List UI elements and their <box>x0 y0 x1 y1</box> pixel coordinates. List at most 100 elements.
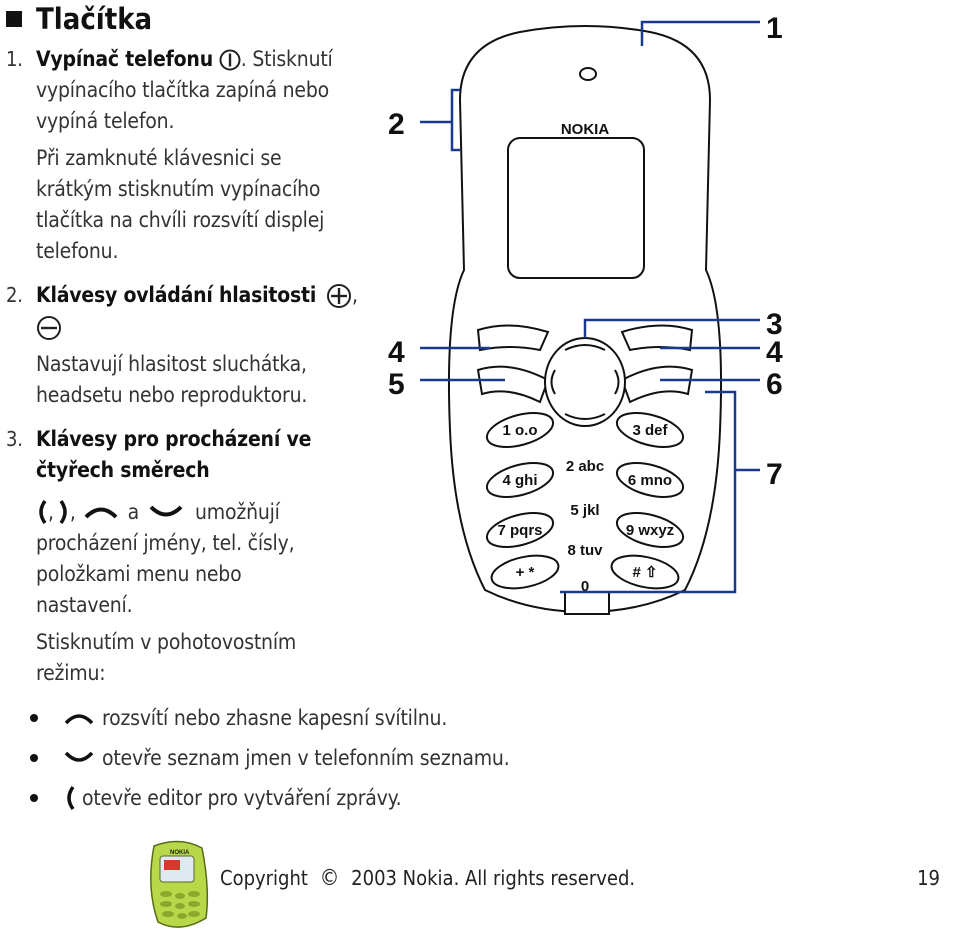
scroll-down-icon <box>149 505 183 517</box>
item-1-line: vypínacího tlačítka zapíná nebo <box>36 78 329 102</box>
item-3: 3. Klávesy pro procházení ve čtyřech smě… <box>6 424 566 689</box>
keypad-key-3: 3 def <box>615 412 685 448</box>
keypad-key-7: 7 pqrs <box>485 512 555 548</box>
keypad-key-label: 3 def <box>632 422 668 439</box>
keypad-key-shape <box>615 512 685 548</box>
left-key-icon <box>39 499 47 525</box>
keypad-key-label: 8 tuv <box>567 542 603 559</box>
and-word: a <box>127 499 140 524</box>
standby-line: režimu: <box>36 661 106 685</box>
volume-up-key-icon <box>326 284 351 308</box>
item-2-heading: Klávesy ovládání hlasitosti <box>36 283 317 307</box>
keypad-key-11: 0 <box>581 578 589 595</box>
end-key <box>620 365 694 404</box>
keypad-key-shape <box>485 412 555 448</box>
keypad-key-5: 5 jkl <box>570 502 599 519</box>
keypad-key-1: 1 o.o <box>485 412 555 448</box>
scroll-up-icon <box>84 507 118 519</box>
keypad-key-label: 9 wxyz <box>626 522 674 539</box>
item-1-heading: Vypínač telefonu <box>36 47 213 71</box>
callout-lines <box>420 20 760 594</box>
bullet-item: otevře editor pro vytváření zprávy. <box>30 778 630 818</box>
keypad-key-4: 4 ghi <box>485 462 555 498</box>
keypad-key-label: 0 <box>581 578 589 595</box>
bottom-connector <box>564 591 610 615</box>
right-key-icon <box>59 499 67 525</box>
keypad-key-12: # ⇧ <box>610 554 680 590</box>
item-1-note-line: tlačítka na chvíli rozsvítí displej <box>36 208 325 232</box>
callout-4-right: 4 <box>766 336 783 369</box>
page-number: 19 <box>917 866 940 890</box>
keypad-key-9: 9 wxyz <box>615 512 685 548</box>
keypad-key-label: 1 o.o <box>502 422 537 439</box>
navi-key-ring <box>544 337 626 427</box>
left-softkey <box>476 324 550 352</box>
copyright-text: 2003 Nokia. All rights reserved. <box>351 866 636 890</box>
keypad-key-label: 5 jkl <box>570 502 599 519</box>
volume-down-key-icon <box>37 316 61 340</box>
keypad-key-label: # ⇧ <box>632 564 657 581</box>
item-1-note-line: telefonu. <box>36 239 119 263</box>
copyright-word: Copyright <box>220 866 308 890</box>
keypad-key-shape <box>615 412 685 448</box>
callout-6: 6 <box>766 368 783 401</box>
item-3-line: položkami menu nebo <box>36 562 242 586</box>
item-2-line: headsetu nebo reproduktoru. <box>36 383 308 407</box>
title-square-bullet <box>6 11 22 27</box>
bullet-text: rozsvítí nebo zhasne kapesní svítilnu. <box>102 705 448 730</box>
keypad-key-label: + * <box>516 564 535 581</box>
keypad-key-shape <box>485 462 555 498</box>
phone-brand-label: NOKIA <box>561 121 610 138</box>
separator-comma: , <box>48 499 54 524</box>
item-2-number: 2. <box>6 283 23 307</box>
item-2-line: Nastavují hlasitost sluchátka, <box>36 352 307 376</box>
right-softkey <box>620 324 694 352</box>
footer-phone-thumbnail: NOKIA <box>150 840 209 928</box>
bullet-dot <box>30 794 38 802</box>
standby-line: Stisknutím v pohotovostním <box>36 630 297 654</box>
item-3-after-icons: umožňují <box>195 499 280 524</box>
keypad-key-shape <box>485 512 555 548</box>
keypad-key-8: 8 tuv <box>567 542 603 559</box>
bullet-dot <box>30 754 38 762</box>
left-key-icon <box>67 785 75 811</box>
item-1-text-start: . Stisknutí <box>240 47 333 71</box>
bullet-text: otevře editor pro vytváření zprávy. <box>82 785 402 810</box>
keypad-key-shape <box>615 462 685 498</box>
item-3-line: nastavení. <box>36 593 133 617</box>
item-3-icons-line: , , a umožňují <box>36 496 566 528</box>
keypad-key-label: 6 mno <box>628 472 672 489</box>
item-1-note-line: Při zamknuté klávesnici se <box>36 146 282 170</box>
item-1: 1. Vypínač telefonu . Stisknutí vypínací… <box>6 44 446 267</box>
call-key <box>476 365 550 404</box>
thumb-brand: NOKIA <box>170 850 190 856</box>
item-3-number: 3. <box>6 427 23 451</box>
bullet-dot <box>30 714 38 722</box>
keypad-key-6: 6 mno <box>615 462 685 498</box>
scroll-down-icon <box>64 751 94 762</box>
keypad-key-label: 7 pqrs <box>497 522 542 539</box>
keypad-key-10: + * <box>490 554 560 590</box>
keypad-key-shape <box>610 554 680 590</box>
item-3-heading-line: Klávesy pro procházení ve <box>36 427 312 451</box>
callout-1: 1 <box>766 12 783 45</box>
bullet-item: rozsvítí nebo zhasne kapesní svítilnu. <box>30 698 630 738</box>
keypad-key-shape <box>490 554 560 590</box>
callout-2: 2 <box>388 108 405 141</box>
bullet-text: otevře seznam jmen v telefonním seznamu. <box>102 745 510 770</box>
item-1-note-line: krátkým stisknutím vypínacího <box>36 177 321 201</box>
item-2-comma: , <box>351 283 358 307</box>
callout-5: 5 <box>388 368 405 401</box>
item-3-line: procházení jmény, tel. čísly, <box>36 531 295 555</box>
phone-screen <box>507 137 645 279</box>
copyright-symbol: © <box>319 866 340 891</box>
bullet-list: rozsvítí nebo zhasne kapesní svítilnu. o… <box>30 698 630 818</box>
power-key-icon <box>219 49 241 71</box>
scroll-up-icon <box>64 714 94 725</box>
callout-4-left: 4 <box>388 336 405 369</box>
section-title: Tlačítka <box>4 2 152 36</box>
item-2: 2. Klávesy ovládání hlasitosti , Nastavu… <box>6 280 446 411</box>
item-1-number: 1. <box>6 47 23 71</box>
